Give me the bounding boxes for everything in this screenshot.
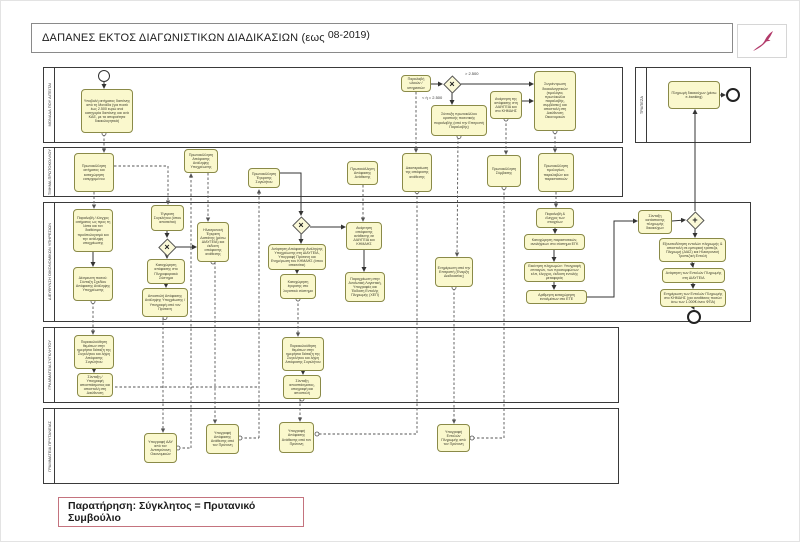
gateway-x-icon: × <box>164 242 170 252</box>
lane-protocol-office: ΤΜΗΜΑ ΠΡΩΤΟΚΟΛΛΟΥ <box>43 147 623 197</box>
task-receive-check-items: Παραλαβή & έλεγχος των στοιχείων <box>536 208 574 228</box>
lane-label: ΓΡΑΜΜΑΤΕΙΑ ΣΥΓΚΛΗΤΟΥ <box>46 340 52 390</box>
task-electronic-approval: Ηλεκτρονική Έγκριση Δαπάνης (μέσω ΔΙΑΥΓΕ… <box>197 222 229 262</box>
gateway-amount-decision: × <box>442 74 462 94</box>
start-event <box>98 70 110 82</box>
task-collect-documents: Συγκέντρωση δικαιολογητικών (τιμολόγια, … <box>534 71 576 131</box>
lane-senate-secretariat: ΓΡΑΜΜΑΤΕΙΑ ΣΥΓΚΛΗΤΟΥ <box>43 327 619 403</box>
task-update-kimdis: Ενημέρωση των Εντολών Πληρωμής στο ΚΗΜΔΗ… <box>660 289 726 307</box>
task-send-extract-2: Σύνταξη αποσπάσματος, υπογραφή και αποστ… <box>283 375 321 399</box>
task-start-payments: Εκκίνηση πληρωμών: Υπογραφή επιταγών, τω… <box>524 262 585 282</box>
gateway-parallel-payment: + <box>685 210 705 230</box>
task-post-payment-orders: Ανάρτηση των Εντολών Πληρωμής στη ΔΙΑΥΓΕ… <box>662 268 725 283</box>
task-register-senate-approval: Πρωτοκόλληση Έγκρισης Συγκλήτου <box>248 168 280 188</box>
task-pay-beneficiaries: Πληρωμή δικαιούχων (μέσω e-banking) <box>668 81 720 109</box>
task-register-commitment: Πρωτοκόλληση Απόφασης Ανάληψης Υποχρέωση… <box>184 149 218 173</box>
note-text: Παρατήρηση: Σύγκλητος = Πρυτανικό Συμβού… <box>68 500 256 524</box>
lane-strip: ΓΡΑΜΜΑΤΕΙΑ ΠΡΥΤΑΝΕΙΑΣ <box>44 409 55 483</box>
task-dispatch-decision: Διεκπεραίωση της απόφασης ανάθεσης <box>402 153 432 192</box>
task-send-commitment-decision: Αποστολή Απόφασης Ανάληψης Υποχρέωσης / … <box>142 288 188 317</box>
task-senate-agenda-2: Παρακολούθηση θεμάτων στην ημερήσια διάτ… <box>282 337 324 371</box>
lane-strip: ΤΜΗΜΑ ΠΡΩΤΟΚΟΛΛΟΥ <box>44 148 55 196</box>
condition-label-gt: > 2.500 <box>465 71 479 76</box>
task-sign-award-1: Υπογραφή Απόφασης Ανάθεσης από τον Πρύτα… <box>206 424 239 454</box>
gateway-approval-1: × <box>157 237 177 257</box>
task-senate-agenda-1: Παρακολούθηση θεμάτων στην ημερήσια διάτ… <box>74 335 114 369</box>
task-check-request: Παραλαβή / έλεγχος αιτήματος ως προς τη … <box>73 209 113 252</box>
gateway-plus-icon: + <box>692 215 698 225</box>
diagram-title-box: ΔΑΠΑΝΕΣ ΕΚΤΟΣ ΔΙΑΓΩΝΙΣΤΙΚΩΝ ΔΙΑΔΙΚΑΣΙΩΝ … <box>31 23 733 53</box>
lane-bank: ΤΡΑΠΕΖΑ <box>635 67 751 143</box>
task-sign-award-2: Υπογραφή Απόφασης Ανάθεσης από τον Πρύτα… <box>279 422 314 453</box>
note-box: Παρατήρηση: Σύγκλητος = Πρυτανικό Συμβού… <box>58 497 304 527</box>
task-register-contract: Πρωτοκόλληση Σύμβασης <box>487 155 521 187</box>
dolphin-logo-icon <box>753 31 773 51</box>
end-event-main <box>687 310 701 324</box>
task-register-request: Πρωτοκόλληση αιτήματος και καταχώρηση ει… <box>74 153 114 192</box>
condition-label-lte: < ή = 2.500 <box>422 95 443 100</box>
lane-label: ΤΡΑΠΕΖΑ <box>638 95 644 115</box>
task-enter-decision-system: Καταχώρηση απόφασης στο Πληροφοριακό Σύσ… <box>147 259 185 284</box>
task-register-invoices: Πρωτοκόλληση τιμολογίων, παραλαβών και π… <box>538 153 574 192</box>
task-sign-payment-orders: Υπογραφή Εντολών Πληρωμής από τον Πρύταν… <box>437 424 470 452</box>
task-send-to-bank: Εξουσιοδότηση εντολών πληρωμής & αποστολ… <box>659 238 726 262</box>
logo-box <box>737 24 787 58</box>
task-enter-vouchers: Καταχώρηση παραστατικών, αναλήψεων στο σ… <box>524 234 585 250</box>
task-post-commitment-decision: Ανάρτηση Απόφασης Ανάληψης Υποχρέωσης στ… <box>268 244 326 270</box>
gateway-approval-2: × <box>291 215 311 235</box>
lane-strip: ΤΡΑΠΕΖΑ <box>636 68 647 142</box>
diagram-title-period: 08-2019) <box>327 29 370 41</box>
lane-label: ΜΟΝΑΔΑ ΠΟΥ ΑΙΤΕΙΤΑΙ <box>46 83 52 127</box>
lane-strip: ΓΡΑΜΜΑΤΕΙΑ ΣΥΓΚΛΗΤΟΥ <box>44 328 55 402</box>
task-number-warrants: Αρίθμηση καταχώρηση ενταλμάτων στο ΕΤΕ <box>526 290 587 304</box>
task-payment-list: Σύνταξη κατάστασης πληρωμής δικαιούχων <box>638 210 672 234</box>
lane-rectorate-secretariat: ΓΡΑΜΜΑΤΕΙΑ ΠΡΥΤΑΝΕΙΑΣ <box>43 408 619 484</box>
task-enter-accounting: Καταχώρηση έγκρισης στο λογιστικό σύστημ… <box>280 274 316 299</box>
lane-strip: ΔΙΕΥΘΥΝΣΗ ΟΙΚΟΝΟΜΙΚΩΝ ΥΠΗΡΕΣΙΩΝ <box>44 203 55 321</box>
lane-label: ΔΙΕΥΘΥΝΣΗ ΟΙΚΟΝΟΜΙΚΩΝ ΥΠΗΡΕΣΙΩΝ <box>46 223 52 301</box>
task-send-extract-1: Σύνταξη / Υπογραφή αποσπάσματος και αποσ… <box>77 373 113 397</box>
gateway-x-icon: × <box>298 220 304 230</box>
task-acceptance-protocol: Σύνταξη πρωτοκόλλου οριστικής ποσοτικής … <box>431 105 487 136</box>
gateway-x-icon: × <box>449 79 455 89</box>
task-register-award-decision: Πρωτοκόλληση Απόφασης Ανάθεσης <box>347 161 378 185</box>
task-post-award-decision: Ανάρτηση απόφασης ανάθεσης σε ΔΙΑΥΓΕΙΑ κ… <box>346 222 382 250</box>
task-sign-aay: Υπογραφή ΑΑΥ από τον Αντιπρύτανη Οικονομ… <box>144 433 177 463</box>
task-issue-payment-order: Παραχρέωση στην Αναλυτική Λογιστική, Υπο… <box>345 272 385 302</box>
lane-label: ΤΜΗΜΑ ΠΡΩΤΟΚΟΛΛΟΥ <box>46 148 52 196</box>
task-senate-approval: Έγκριση Συγκλήτου (όπου απαιτείται) <box>151 205 184 231</box>
diagram-title: ΔΑΠΑΝΕΣ ΕΚΤΟΣ ΔΙΑΓΩΝΙΣΤΙΚΩΝ ΔΙΑΔΙΚΑΣΙΩΝ … <box>42 32 325 44</box>
lane-label: ΓΡΑΜΜΑΤΕΙΑ ΠΡΥΤΑΝΕΙΑΣ <box>46 420 52 472</box>
end-event-bank <box>726 88 740 102</box>
task-receive-goods: Παραλαβή υλικών / υπηρεσιών <box>401 75 431 92</box>
task-committee-notification: Ενημέρωση από την Επιτροπή (Έναρξη Διαδι… <box>435 257 473 287</box>
lane-strip: ΜΟΝΑΔΑ ΠΟΥ ΑΙΤΕΙΤΑΙ <box>44 68 55 142</box>
lane-requesting-unit: ΜΟΝΑΔΑ ΠΟΥ ΑΙΤΕΙΤΑΙ <box>43 67 623 143</box>
task-submit-request: Υποβολή αιτήματος δαπάνης από τη Μονάδα … <box>81 89 133 133</box>
task-commit-amount: Δέσμευση ποσού: Σύνταξη Σχεδίου Απόφασης… <box>73 267 113 301</box>
task-post-diavgeia-kimdis: Ανάρτηση της απόφασης στη ΔΙΑΥΓΕΙΑ και σ… <box>490 91 522 119</box>
